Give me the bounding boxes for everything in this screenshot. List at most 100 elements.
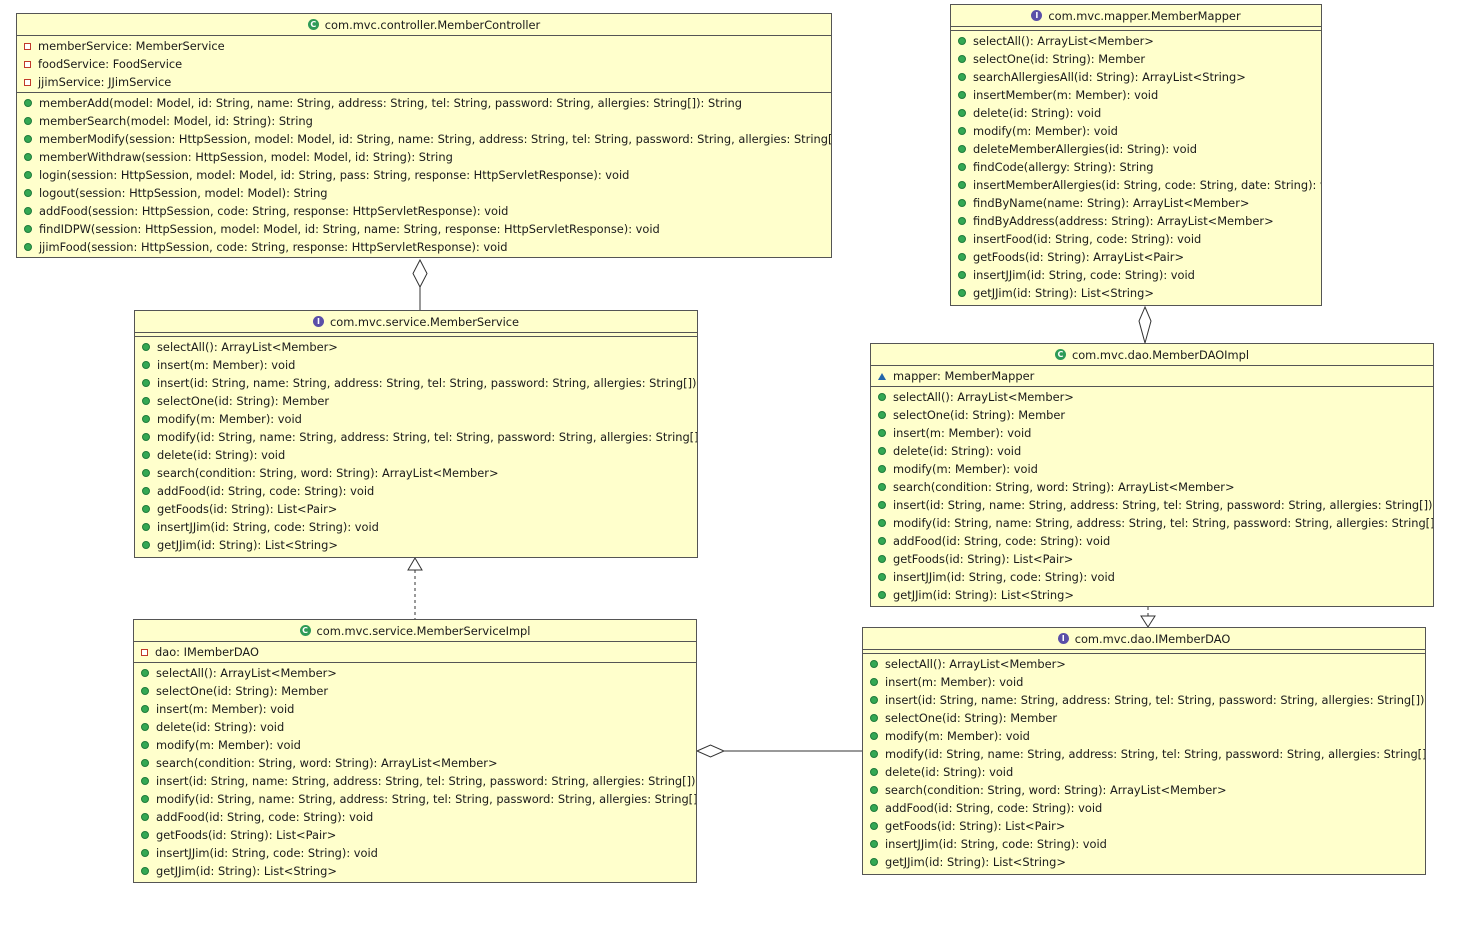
public-visibility-icon: [870, 750, 878, 758]
method-row: deleteMemberAllergies(id: String): void: [951, 140, 1321, 158]
public-visibility-icon: [878, 393, 886, 401]
public-visibility-icon: [870, 696, 878, 704]
method-delete: delete(id: String): void: [885, 765, 1014, 779]
class-name: com.mvc.service.MemberService: [329, 314, 520, 329]
method-insert-jjim: insertJJim(id: String, code: String): vo…: [157, 520, 379, 534]
method-insert: insert(id: String, name: String, address…: [885, 693, 1426, 707]
method-search: search(condition: String, word: String):…: [885, 783, 1227, 797]
method-row: modify(id: String, name: String, address…: [863, 745, 1425, 763]
method-row: delete(id: String): void: [951, 104, 1321, 122]
class-name: com.mvc.service.MemberServiceImpl: [316, 623, 531, 638]
method-row: search(condition: String, word: String):…: [135, 464, 697, 482]
public-visibility-icon: [24, 99, 32, 107]
method-row: modify(m: Member): void: [871, 460, 1433, 478]
method-row: selectOne(id: String): Member: [951, 50, 1321, 68]
public-visibility-icon: [141, 831, 149, 839]
method-row: insertMember(m: Member): void: [951, 86, 1321, 104]
method-row: login(session: HttpSession, model: Model…: [17, 166, 831, 184]
method-insert: insert(id: String, name: String, address…: [157, 376, 698, 390]
method-row: insertJJim(id: String, code: String): vo…: [871, 568, 1433, 586]
method-row: insertJJim(id: String, code: String): vo…: [863, 835, 1425, 853]
method-row: delete(id: String): void: [134, 718, 696, 736]
method-select-all: selectAll(): ArrayList<Member>: [885, 657, 1066, 671]
method-select-all: selectAll(): ArrayList<Member>: [157, 340, 338, 354]
method-row: selectAll(): ArrayList<Member>: [135, 338, 697, 356]
method-find-idpw: findIDPW(session: HttpSession, model: Mo…: [39, 222, 660, 236]
method-row: search(condition: String, word: String):…: [863, 781, 1425, 799]
method-get-foods: getFoods(id: String): ArrayList<Pair>: [973, 250, 1185, 264]
method-search: search(condition: String, word: String):…: [156, 756, 498, 770]
method-modify: modify(m: Member): void: [156, 738, 301, 752]
method-row: modify(id: String, name: String, address…: [871, 514, 1433, 532]
public-visibility-icon: [142, 415, 150, 423]
class-name: com.mvc.dao.MemberDAOImpl: [1071, 347, 1250, 362]
method-row: insert(m: Member): void: [863, 673, 1425, 691]
method-search-allergies-all: searchAllergiesAll(id: String): ArrayLis…: [973, 70, 1246, 84]
method-select-all: selectAll(): ArrayList<Member>: [893, 390, 1074, 404]
fields-section-empty: [951, 27, 1321, 31]
method-row: selectOne(id: String): Member: [134, 682, 696, 700]
method-add-food: addFood(session: HttpSession, code: Stri…: [39, 204, 509, 218]
method-find-by-name: findByName(name: String): ArrayList<Memb…: [973, 196, 1250, 210]
field-row: memberService: MemberService: [17, 37, 831, 55]
public-visibility-icon: [24, 189, 32, 197]
public-visibility-icon: [958, 271, 966, 279]
method-insert: insert(id: String, name: String, address…: [893, 498, 1434, 512]
method-row: delete(id: String): void: [863, 763, 1425, 781]
public-visibility-icon: [141, 687, 149, 695]
method-row: memberSearch(model: Model, id: String): …: [17, 112, 831, 130]
public-visibility-icon: [958, 109, 966, 117]
public-visibility-icon: [878, 555, 886, 563]
method-modify: modify(id: String, name: String, address…: [156, 792, 697, 806]
public-visibility-icon: [870, 768, 878, 776]
package-visibility-icon: [878, 372, 886, 380]
method-row: getJJim(id: String): List<String>: [135, 536, 697, 554]
method-insert: insert(id: String, name: String, address…: [156, 774, 697, 788]
method-row: addFood(id: String, code: String): void: [871, 532, 1433, 550]
public-visibility-icon: [958, 217, 966, 225]
public-visibility-icon: [870, 858, 878, 866]
method-row: search(condition: String, word: String):…: [134, 754, 696, 772]
interface-icon: I: [1031, 10, 1043, 21]
private-visibility-icon: [24, 60, 31, 68]
method-row: getJJim(id: String): List<String>: [871, 586, 1433, 604]
method-row: getFoods(id: String): ArrayList<Pair>: [951, 248, 1321, 266]
public-visibility-icon: [142, 505, 150, 513]
public-visibility-icon: [141, 849, 149, 857]
method-row: modify(m: Member): void: [134, 736, 696, 754]
method-get-jjim: getJJim(id: String): List<String>: [156, 864, 337, 878]
public-visibility-icon: [141, 777, 149, 785]
public-visibility-icon: [958, 127, 966, 135]
class-name: com.mvc.controller.MemberController: [324, 17, 541, 32]
method-row: findIDPW(session: HttpSession, model: Mo…: [17, 220, 831, 238]
aggregation-serviceimpl-idao: [695, 744, 862, 758]
realization-serviceimpl-service: [407, 557, 423, 619]
method-insert: insert(m: Member): void: [157, 358, 296, 372]
method-row: selectAll(): ArrayList<Member>: [134, 664, 696, 682]
public-visibility-icon: [958, 199, 966, 207]
method-insert-jjim: insertJJim(id: String, code: String): vo…: [156, 846, 378, 860]
public-visibility-icon: [141, 723, 149, 731]
method-search: search(condition: String, word: String):…: [157, 466, 499, 480]
method-select-one: selectOne(id: String): Member: [885, 711, 1058, 725]
field-row: jjimService: JJimService: [17, 73, 831, 91]
method-row: getFoods(id: String): List<Pair>: [863, 817, 1425, 835]
method-row: insertJJim(id: String, code: String): vo…: [951, 266, 1321, 284]
method-row: selectAll(): ArrayList<Member>: [863, 655, 1425, 673]
public-visibility-icon: [142, 433, 150, 441]
method-row: modify(id: String, name: String, address…: [134, 790, 696, 808]
field-member-service-member-service: memberService: MemberService: [38, 39, 225, 53]
public-visibility-icon: [958, 145, 966, 153]
method-insert: insert(m: Member): void: [156, 702, 295, 716]
class-name: com.mvc.dao.IMemberDAO: [1074, 631, 1231, 646]
